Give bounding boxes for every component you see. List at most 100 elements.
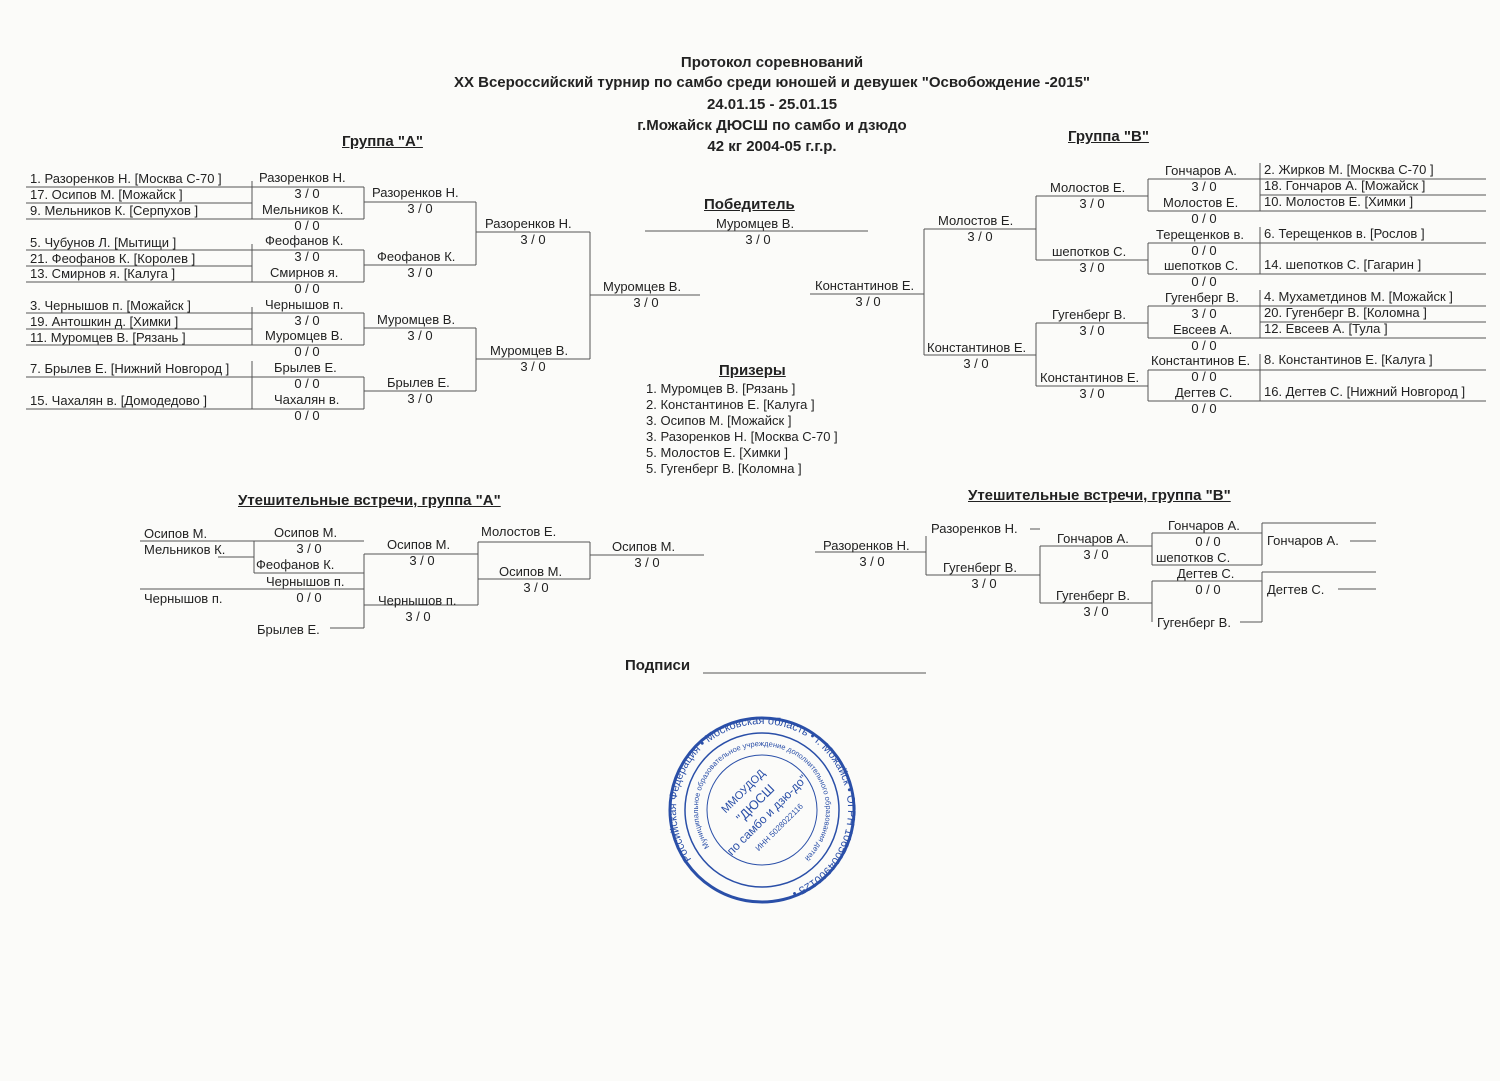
group-b-r1-score: 0 / 0 — [1191, 211, 1217, 226]
group-b-entry: 20. Гугенберг В. [Коломна ] — [1264, 305, 1427, 320]
group-b-r1-score: 3 / 0 — [1191, 179, 1217, 194]
group-a-r1-score: 0 / 0 — [294, 376, 320, 391]
prizewinner-item: 2. Константинов Е. [Калуга ] — [646, 397, 815, 412]
consolation-b-name: шепотков С. — [1156, 550, 1231, 565]
group-b-final-name: Константинов Е. — [815, 278, 915, 293]
consolation-a-name: Чернышов п. — [378, 593, 457, 608]
group-a-r1-name: Смирнов я. — [270, 265, 339, 280]
consolation-b-name: Гончаров А. — [1168, 518, 1240, 533]
group-a-r1-name: Чернышов п. — [265, 297, 344, 312]
winner-heading: Победитель — [704, 196, 795, 213]
group-b-r1-name: Гугенберг В. — [1165, 290, 1239, 305]
group-a-r1-name: Разоренков Н. — [259, 170, 346, 185]
consolation-a-name: Осипов М. — [499, 564, 563, 579]
prizewinner-item: 5. Молостов Е. [Химки ] — [646, 445, 788, 460]
consolation-b-name: Разоренков Н. — [823, 538, 910, 553]
group-a-r3-name: Муромцев В. — [490, 343, 569, 358]
consolation-a-name: Чернышов п. — [266, 574, 345, 589]
prizewinner-item: 3. Разоренков Н. [Москва С-70 ] — [646, 429, 838, 444]
consolation-a-name: Осипов М. — [612, 539, 676, 554]
consolation-b-name: Гугенберг В. — [1056, 588, 1130, 603]
consolation-b-score: 3 / 0 — [1083, 547, 1109, 562]
group-a-entry: 1. Разоренков Н. [Москва С-70 ] — [30, 171, 222, 186]
group-b-entry: 18. Гончаров А. [Можайск ] — [1264, 178, 1426, 193]
consolation-a-name: Брылев Е. — [257, 622, 320, 637]
group-a-heading: Группа "А" — [342, 133, 423, 150]
winner-name: Муромцев В. — [716, 216, 795, 231]
group-b-r3-name: Молостов Е. — [938, 213, 1014, 228]
group-b-r1-name: Константинов Е. — [1151, 353, 1251, 368]
title-venue: г.Можайск ДЮСШ по самбо и дзюдо — [637, 117, 907, 134]
consolation-b-score: 0 / 0 — [1195, 582, 1221, 597]
prizewinner-item: 5. Гугенберг В. [Коломна ] — [646, 461, 802, 476]
group-a-r1-score: 3 / 0 — [294, 249, 320, 264]
signatures-label: Подписи — [625, 657, 691, 674]
consolation-b-name: Гончаров А. — [1057, 531, 1129, 546]
consolation-a-name: Осипов М. — [274, 525, 338, 540]
group-b-r2-name: Гугенберг В. — [1052, 307, 1126, 322]
group-a-r2-name: Брылев Е. — [387, 375, 450, 390]
group-b-final-score: 3 / 0 — [855, 294, 881, 309]
group-b-heading: Группа "В" — [1068, 128, 1149, 145]
group-b-r2-name: шепотков С. — [1052, 244, 1127, 259]
title-line-2: XX Всероссийский турнир по самбо среди ю… — [453, 74, 1091, 91]
group-a-entry: 11. Муромцев В. [Рязань ] — [30, 330, 186, 345]
group-a-entry: 17. Осипов М. [Можайск ] — [30, 187, 183, 202]
official-stamp: Российская Федерация • Московская област… — [662, 715, 862, 905]
group-b-r2-score: 3 / 0 — [1079, 323, 1105, 338]
group-a-r3-score: 3 / 0 — [520, 232, 546, 247]
group-a-r2-name: Муромцев В. — [377, 312, 456, 327]
group-a-r1-name: Феофанов К. — [265, 233, 344, 248]
group-b-r1-name: шепотков С. — [1164, 258, 1239, 273]
group-a-r2-score: 3 / 0 — [407, 201, 433, 216]
consolation-b-name: Гугенберг В. — [943, 560, 1017, 575]
group-b-entry: 16. Дегтев С. [Нижний Новгород ] — [1264, 384, 1466, 399]
consolation-a-heading: Утешительные встречи, группа "А" — [238, 492, 501, 509]
consolation-a-name: Феофанов К. — [256, 557, 335, 572]
group-a-r2-score: 3 / 0 — [407, 328, 433, 343]
consolation-b-name: Дегтев С. — [1177, 566, 1235, 581]
group-b-entry: 12. Евсеев А. [Тула ] — [1264, 321, 1388, 336]
consolation-a-name: Чернышов п. — [144, 591, 223, 606]
group-b-r2-name: Константинов Е. — [1040, 370, 1140, 385]
group-b-r3-score: 3 / 0 — [963, 356, 989, 371]
group-b-r1-score: 3 / 0 — [1191, 306, 1217, 321]
group-b-r3-name: Константинов Е. — [927, 340, 1027, 355]
winner-score: 3 / 0 — [745, 232, 771, 247]
group-a-r1-name: Мельников К. — [262, 202, 344, 217]
group-a-r2-score: 3 / 0 — [407, 265, 433, 280]
consolation-a-name: Осипов М. — [387, 537, 451, 552]
consolation-a-score: 3 / 0 — [405, 609, 431, 624]
group-a-entry: 9. Мельников К. [Серпухов ] — [30, 203, 199, 218]
consolation-a-score: 3 / 0 — [634, 555, 660, 570]
group-b-entry: 6. Терещенков в. [Рослов ] — [1264, 226, 1425, 241]
title-weight: 42 кг 2004-05 г.г.р. — [707, 138, 837, 155]
consolation-b-score: 0 / 0 — [1195, 534, 1221, 549]
group-a-r1-score: 0 / 0 — [294, 344, 320, 359]
group-b-entry: 8. Константинов Е. [Калуга ] — [1264, 352, 1433, 367]
consolation-a-score: 3 / 0 — [523, 580, 549, 595]
group-b-r2-score: 3 / 0 — [1079, 260, 1105, 275]
group-a-entry: 5. Чубунов Л. [Мытищи ] — [30, 235, 177, 250]
group-a-r1-name: Брылев Е. — [274, 360, 337, 375]
title-line-1: Протокол соревнований — [680, 54, 864, 71]
consolation-a-score: 0 / 0 — [296, 590, 322, 605]
group-a-r2-name: Разоренков Н. — [372, 185, 459, 200]
group-a-r1-score: 3 / 0 — [294, 186, 320, 201]
group-b-r3-score: 3 / 0 — [967, 229, 993, 244]
group-b-r1-score: 0 / 0 — [1191, 243, 1217, 258]
group-b-entry: 10. Молостов Е. [Химки ] — [1264, 194, 1414, 209]
consolation-a-score: 3 / 0 — [409, 553, 435, 568]
group-b-r1-name: Гончаров А. — [1165, 163, 1237, 178]
group-a-final-score: 3 / 0 — [633, 295, 659, 310]
group-b-r2-score: 3 / 0 — [1079, 196, 1105, 211]
group-a-r2-name: Феофанов К. — [377, 249, 456, 264]
group-b-r1-score: 0 / 0 — [1191, 338, 1217, 353]
group-b-r1-name: Молостов Е. — [1163, 195, 1239, 210]
group-a-r1-name: Чахалян в. — [274, 392, 340, 407]
group-a-r2-score: 3 / 0 — [407, 391, 433, 406]
consolation-b-heading: Утешительные встречи, группа "В" — [968, 487, 1231, 504]
consolation-b-score: 3 / 0 — [859, 554, 885, 569]
group-a-r1-score: 0 / 0 — [294, 408, 320, 423]
